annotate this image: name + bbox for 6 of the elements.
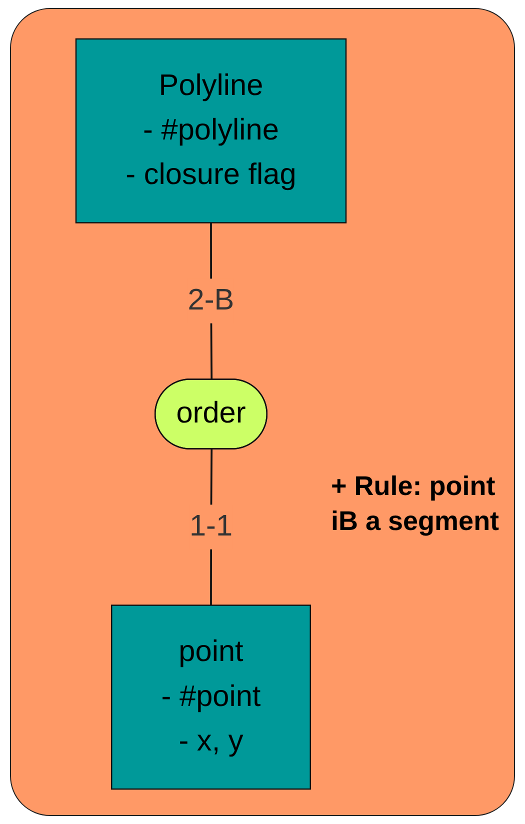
node-box (110, 604, 312, 790)
node-box (75, 38, 347, 224)
diagram-background: 2-B 1-1 Polyline - #polyline - closure flag order point - #point - x, y + Rule: point iB a segment (10, 8, 515, 816)
edge-label: 1-1 (189, 510, 233, 544)
rule-note: + Rule: point iB a segment (331, 470, 500, 538)
edge-label: 2-B (188, 284, 234, 318)
